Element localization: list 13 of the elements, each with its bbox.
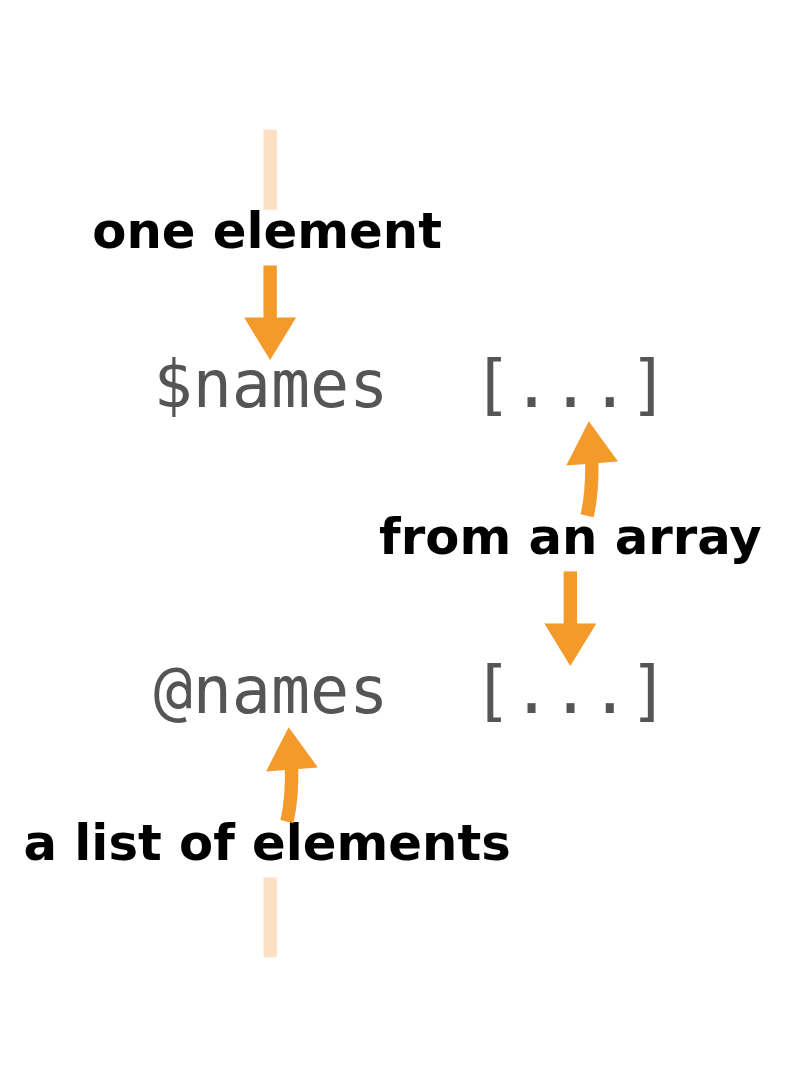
node-text: from an array bbox=[379, 507, 762, 566]
node-text: one element bbox=[92, 201, 442, 260]
node-text: [...] bbox=[472, 653, 669, 729]
connector bbox=[263, 129, 277, 210]
node-text: $names bbox=[153, 347, 389, 423]
node-text: [...] bbox=[472, 347, 669, 423]
node-text: @names bbox=[153, 653, 389, 729]
arrow bbox=[544, 571, 597, 666]
connector bbox=[263, 877, 277, 958]
arrow bbox=[244, 265, 297, 360]
node-text: a list of elements bbox=[23, 813, 511, 872]
arrow bbox=[266, 727, 318, 824]
arrow bbox=[566, 421, 619, 518]
